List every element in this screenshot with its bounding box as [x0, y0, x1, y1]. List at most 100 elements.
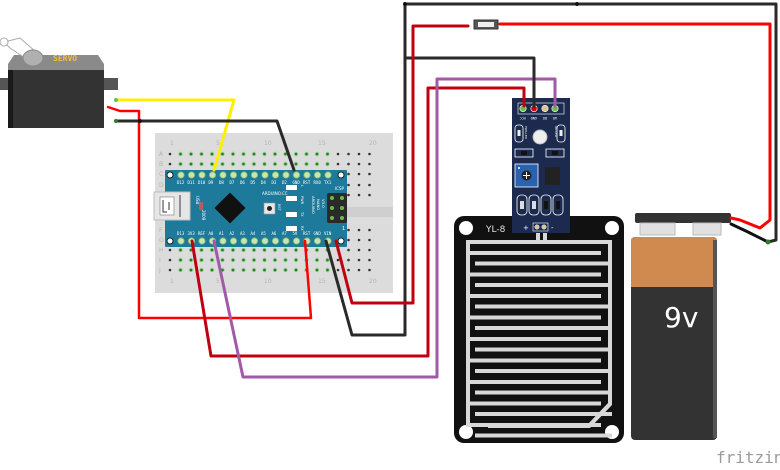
breadboard-hole[interactable] — [273, 268, 277, 272]
rain-sensor-module[interactable]: VCC GND DO AO PWR-LED DO-LED + - — [512, 98, 570, 233]
breadboard-hole[interactable] — [368, 193, 371, 197]
breadboard-hole[interactable] — [252, 248, 256, 252]
breadboard-hole[interactable] — [200, 258, 203, 262]
breadboard-hole[interactable] — [368, 152, 371, 156]
breadboard-hole[interactable] — [179, 152, 182, 156]
breadboard-hole[interactable] — [347, 162, 350, 166]
arduino-pin[interactable] — [271, 237, 280, 245]
breadboard-hole[interactable] — [284, 268, 287, 272]
breadboard-hole[interactable] — [315, 162, 319, 166]
breadboard-hole[interactable] — [326, 268, 329, 272]
breadboard-hole[interactable] — [294, 152, 298, 156]
wire-vin[interactable] — [334, 24, 470, 305]
arduino-pin[interactable] — [313, 171, 322, 179]
breadboard-hole[interactable] — [368, 238, 371, 242]
arduino-pin[interactable] — [229, 237, 238, 245]
arduino-pin[interactable] — [292, 171, 301, 179]
servo-motor[interactable]: SERVO — [0, 37, 118, 128]
arduino-pin[interactable] — [198, 237, 206, 245]
wire-gnd-battery[interactable] — [403, 2, 778, 244]
breadboard-hole[interactable] — [210, 162, 214, 166]
arduino-pin[interactable] — [282, 237, 290, 245]
breadboard-hole[interactable] — [294, 268, 298, 272]
wire-a0-ao[interactable] — [212, 77, 557, 379]
breadboard-hole[interactable] — [357, 183, 361, 187]
rain-sensor-plate[interactable]: YL-8 — [454, 216, 624, 443]
breadboard-hole[interactable] — [368, 183, 371, 187]
breadboard-hole[interactable] — [273, 152, 277, 156]
arduino-pin[interactable] — [250, 237, 259, 245]
breadboard-hole[interactable] — [179, 268, 182, 272]
breadboard-hole[interactable] — [368, 258, 371, 262]
usb-connector[interactable] — [153, 191, 191, 221]
breadboard-hole[interactable] — [368, 162, 371, 166]
breadboard-hole[interactable] — [368, 268, 371, 272]
arduino-pin[interactable] — [240, 171, 248, 179]
arduino-pin[interactable] — [324, 171, 332, 179]
breadboard-hole[interactable] — [347, 152, 350, 156]
breadboard-hole[interactable] — [347, 172, 350, 176]
arduino-pin[interactable] — [282, 171, 290, 179]
breadboard-hole[interactable] — [168, 268, 172, 272]
breadboard-hole[interactable] — [189, 248, 193, 252]
arduino-pin[interactable] — [261, 171, 269, 179]
plate-pin-minus[interactable] — [541, 224, 547, 230]
breadboard-hole[interactable] — [336, 162, 340, 166]
wire-servo-signal[interactable] — [114, 98, 236, 172]
breadboard-hole[interactable] — [168, 248, 172, 252]
breadboard-hole[interactable] — [357, 172, 361, 176]
pin-do[interactable] — [541, 105, 549, 113]
battery-9v[interactable]: 9v — [631, 213, 731, 440]
breadboard-hole[interactable] — [242, 268, 245, 272]
breadboard-hole[interactable] — [189, 258, 193, 262]
breadboard-hole[interactable] — [347, 228, 350, 232]
breadboard-hole[interactable] — [357, 268, 361, 272]
battery-terminal-positive[interactable] — [692, 222, 722, 236]
breadboard-hole[interactable] — [221, 248, 224, 252]
breadboard-hole[interactable] — [210, 152, 214, 156]
wire-battery-negative[interactable] — [729, 222, 770, 244]
breadboard-hole[interactable] — [231, 162, 235, 166]
breadboard-hole[interactable] — [168, 258, 172, 262]
breadboard-hole[interactable] — [200, 268, 203, 272]
breadboard-hole[interactable] — [357, 258, 361, 262]
breadboard-hole[interactable] — [305, 162, 308, 166]
breadboard-hole[interactable] — [252, 258, 256, 262]
breadboard-hole[interactable] — [326, 152, 329, 156]
breadboard-hole[interactable] — [347, 193, 350, 197]
breadboard-hole[interactable] — [179, 162, 182, 166]
breadboard-hole[interactable] — [263, 152, 266, 156]
breadboard-hole[interactable] — [231, 152, 235, 156]
breadboard-hole[interactable] — [347, 238, 350, 242]
arduino-pin[interactable] — [219, 171, 227, 179]
breadboard-hole[interactable] — [273, 258, 277, 262]
breadboard-hole[interactable] — [221, 258, 224, 262]
breadboard-hole[interactable] — [315, 268, 319, 272]
breadboard-hole[interactable] — [231, 248, 235, 252]
wire-gnd-sensor[interactable] — [324, 56, 536, 337]
wire-3v3-vcc[interactable] — [190, 86, 526, 358]
breadboard-hole[interactable] — [189, 162, 193, 166]
arduino-pin[interactable] — [187, 171, 196, 179]
breadboard-hole[interactable] — [357, 248, 361, 252]
breadboard-hole[interactable] — [347, 183, 350, 187]
breadboard-hole[interactable] — [179, 248, 182, 252]
breadboard-hole[interactable] — [326, 162, 329, 166]
breadboard-hole[interactable] — [315, 152, 319, 156]
breadboard-hole[interactable] — [189, 152, 193, 156]
breadboard-hole[interactable] — [336, 268, 340, 272]
breadboard-hole[interactable] — [242, 162, 245, 166]
breadboard-hole[interactable] — [221, 162, 224, 166]
breadboard-hole[interactable] — [368, 172, 371, 176]
arduino-pin[interactable] — [219, 237, 227, 245]
arduino-pin[interactable] — [271, 171, 280, 179]
arduino-pin[interactable] — [177, 171, 185, 179]
breadboard-hole[interactable] — [200, 162, 203, 166]
breadboard-hole[interactable] — [231, 268, 235, 272]
battery-terminal-negative[interactable] — [639, 222, 676, 236]
breadboard-hole[interactable] — [221, 152, 224, 156]
arduino-pin[interactable] — [250, 171, 259, 179]
breadboard-hole[interactable] — [263, 268, 266, 272]
breadboard-hole[interactable] — [357, 238, 361, 242]
